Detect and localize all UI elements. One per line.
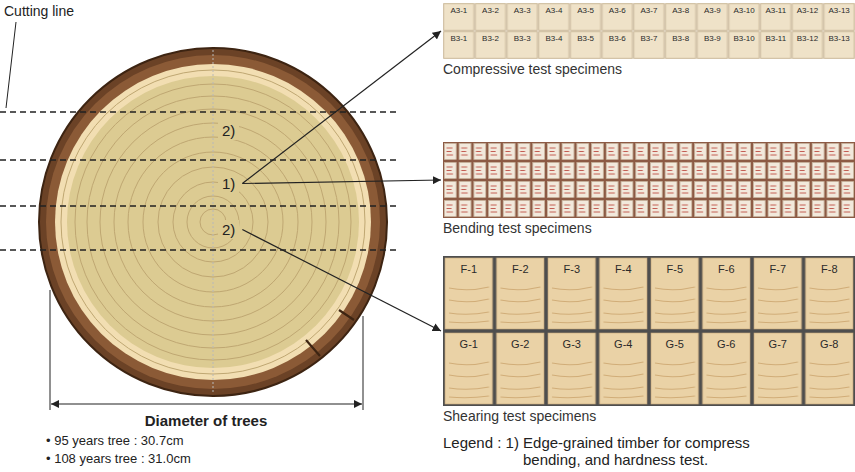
bark	[39, 48, 387, 396]
specimen-id: G-7	[752, 338, 804, 350]
specimen-id: B3-3	[506, 35, 538, 44]
photo-panel: F-1F-2F-3F-4F-5F-6F-7F-8G-1G-2G-3G-4G-5G…	[443, 256, 855, 425]
specimen-id: B3-10	[728, 35, 760, 44]
sawing-band: 2)	[218, 220, 239, 239]
arrow-connector	[242, 230, 441, 332]
arrow-connector	[242, 31, 441, 184]
bullet-note: • 95 years tree : 30.7cm	[46, 433, 184, 449]
specimen-id: A3-3	[506, 7, 538, 16]
specimen-id: A3-8	[665, 7, 697, 16]
specimen-photo-area: F-1F-2F-3F-4F-5F-6F-7F-8G-1G-2G-3G-4G-5G…	[443, 256, 855, 406]
bullet-note: • 108 years tree : 31.0cm	[46, 451, 191, 467]
specimen-photos	[443, 3, 855, 406]
leader-line	[6, 22, 16, 108]
specimen-id: B3-7	[633, 35, 665, 44]
specimen-id: A3-10	[728, 7, 760, 16]
specimen-id: G-6	[701, 338, 753, 350]
specimen-id: A3-9	[697, 7, 729, 16]
specimen-id: F-7	[752, 263, 804, 275]
specimen-id: B3-5	[570, 35, 602, 44]
specimen-id: F-5	[649, 263, 701, 275]
specimen-id: G-3	[546, 338, 598, 350]
band-number: 1)	[218, 174, 239, 193]
shearing-photo	[443, 256, 855, 406]
specimen-photo-area	[443, 142, 855, 218]
specimen-id: G-1	[443, 338, 495, 350]
specimen-id: F-6	[701, 263, 753, 275]
specimen-id: B3-11	[760, 35, 792, 44]
specimen-id: B3-1	[443, 35, 475, 44]
specimen-id: F-8	[804, 263, 855, 275]
diameter-dimension	[50, 290, 363, 410]
specimen-id: B3-8	[665, 35, 697, 44]
specimen-id: B3-6	[601, 35, 633, 44]
center-line	[213, 50, 214, 394]
specimen-photo-area: A3-1A3-2A3-3A3-4A3-5A3-6A3-7A3-8A3-9A3-1…	[443, 3, 855, 59]
specimen-id: G-8	[804, 338, 855, 350]
specimen-id: B3-4	[538, 35, 570, 44]
specimen-id: G-5	[649, 338, 701, 350]
sawing-band: 1)	[218, 174, 239, 193]
photo-caption: Bending test specimens	[443, 220, 855, 237]
specimen-id: A3-6	[601, 7, 633, 16]
legend-note: Legend : 1) Edge-grained timber for comp…	[443, 434, 783, 468]
specimen-id: A3-12	[792, 7, 824, 16]
specimen-id: G-4	[598, 338, 650, 350]
band-number: 2)	[218, 220, 239, 239]
sawing-band: 2)	[218, 121, 239, 140]
photo-panel: Bending test specimens	[443, 142, 855, 237]
specimen-id: A3-5	[570, 7, 602, 16]
photo-caption: Compressive test specimens	[443, 61, 855, 78]
cutting-lines	[0, 112, 398, 250]
specimen-id: A3-7	[633, 7, 665, 16]
specimen-id: A3-11	[760, 7, 792, 16]
specimen-id: B3-12	[792, 35, 824, 44]
specimen-id: B3-9	[697, 35, 729, 44]
specimen-id: A3-4	[538, 7, 570, 16]
compressive-photo	[443, 3, 855, 59]
specimen-id: G-2	[495, 338, 547, 350]
bending-specimens	[443, 142, 855, 218]
compressive-specimens	[443, 3, 855, 59]
specimen-id: B3-13	[823, 35, 855, 44]
bending-photo	[443, 142, 855, 218]
band-number: 2)	[218, 121, 239, 140]
specimen-id: B3-2	[475, 35, 507, 44]
arrow-connector	[242, 180, 441, 184]
dimension-label: Diameter of trees	[106, 412, 306, 430]
specimen-id: F-4	[598, 263, 650, 275]
log-cross-section	[39, 48, 387, 396]
shearing-specimens	[443, 256, 855, 406]
photo-caption: Shearing test specimens	[443, 408, 855, 425]
specimen-id: F-1	[443, 263, 495, 275]
specimen-id: F-2	[495, 263, 547, 275]
specimen-id: A3-2	[475, 7, 507, 16]
bark-crack	[306, 310, 354, 356]
callout-label: Cutting line	[4, 3, 74, 20]
specimen-id: F-3	[546, 263, 598, 275]
specimen-id: A3-13	[823, 7, 855, 16]
specimen-id: A3-1	[443, 7, 475, 16]
photo-panel: A3-1A3-2A3-3A3-4A3-5A3-6A3-7A3-8A3-9A3-1…	[443, 3, 855, 78]
